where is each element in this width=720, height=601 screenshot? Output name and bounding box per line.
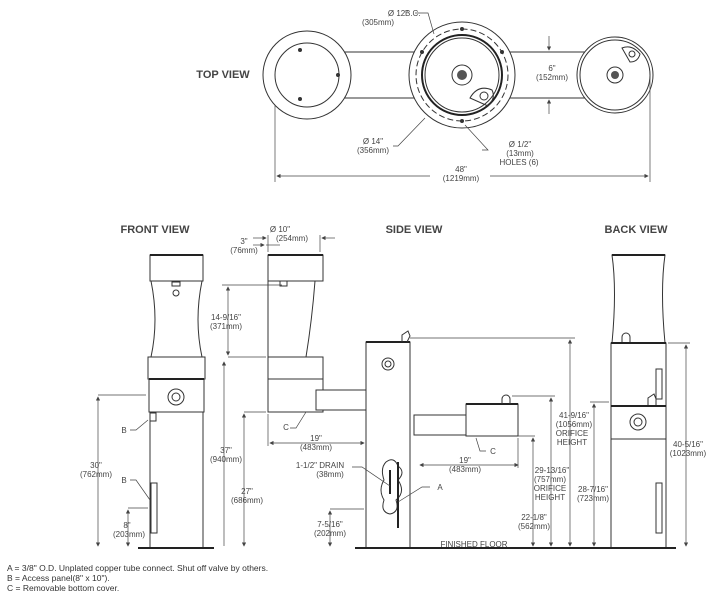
orifice-low-in: 29-13/16" (535, 466, 570, 475)
projection-right-mm: (483mm) (449, 465, 481, 474)
holes-mm: (13mm) (506, 149, 534, 158)
height-30-mm: (762mm) (80, 470, 112, 479)
front-view-title: FRONT VIEW (120, 224, 190, 236)
height-27-mm: (686mm) (231, 496, 263, 505)
height-40-mm: (1023mm) (670, 449, 707, 458)
note-c: C = Removable bottom cover. (7, 583, 120, 593)
height-40-in: 40-5/16" (673, 440, 703, 449)
back-view (590, 254, 690, 549)
orifice-high-label-2: HEIGHT (557, 438, 587, 447)
callout-c-right: C (490, 447, 496, 456)
back-view-title: BACK VIEW (605, 224, 669, 236)
depth-mm: (152mm) (536, 73, 568, 82)
drain-mm: (38mm) (316, 470, 344, 479)
holes-count: HOLES (6) (499, 158, 538, 167)
orifice-high-mm: (1056mm) (556, 420, 593, 429)
drain-in: 1-1/2" DRAIN (296, 461, 344, 470)
height-30-in: 30" (90, 461, 102, 470)
drain-height-mm: (202mm) (314, 529, 346, 538)
projection-left-in: 19" (310, 434, 322, 443)
depth-in: 6" (548, 64, 555, 73)
callout-a: A (437, 483, 443, 492)
bolt-circle-mm: (305mm) (362, 18, 394, 27)
filler-height-in: 14-9/16" (211, 313, 241, 322)
projection-left-mm: (483mm) (300, 443, 332, 452)
orifice-high-label-1: ORIFICE (556, 429, 588, 438)
basin-diameter-in: Ø 10" (270, 225, 290, 234)
front-view (95, 254, 214, 549)
basin-diameter-mm: (254mm) (276, 234, 308, 243)
top-view (262, 12, 654, 182)
spout-offset-in: 3" (240, 237, 247, 246)
callout-b-lower: B (121, 476, 126, 485)
height-8-mm: (203mm) (113, 530, 145, 539)
height-8-in: 8" (123, 521, 130, 530)
flange-mm: (356mm) (357, 146, 389, 155)
orifice-low-label-1: ORIFICE (534, 484, 566, 493)
height-37-in: 37" (220, 446, 232, 455)
note-b: B = Access panel(8" x 10"). (7, 573, 110, 583)
top-view-title: TOP VIEW (196, 69, 250, 81)
bowl-bottom-mm: (562mm) (518, 522, 550, 531)
drain-height-in: 7-5/16" (317, 520, 343, 529)
orifice-low-label-2: HEIGHT (535, 493, 565, 502)
overall-width-in: 48" (455, 165, 467, 174)
bolt-circle-in: Ø 12" (388, 9, 408, 18)
bolt-circle-suffix: B.C. (405, 9, 421, 18)
height-27-in: 27" (241, 487, 253, 496)
holes-in: Ø 1/2" (509, 140, 532, 149)
overall-width-mm: (1219mm) (443, 174, 480, 183)
height-37-mm: (940mm) (210, 455, 242, 464)
side-view-title: SIDE VIEW (386, 224, 443, 236)
note-a: A = 3/8" O.D. Unplated copper tube conne… (7, 563, 269, 573)
orifice-high-in: 41-9/16" (559, 411, 589, 420)
callout-b-upper: B (121, 426, 126, 435)
callout-c-left: C (283, 423, 289, 432)
filler-height-mm: (371mm) (210, 322, 242, 331)
notes-legend: A = 3/8" O.D. Unplated copper tube conne… (7, 563, 268, 593)
projection-right-in: 19" (459, 456, 471, 465)
side-view (221, 235, 600, 549)
bowl-bottom-in: 22-1/8" (521, 513, 547, 522)
orifice-low-mm: (757mm) (534, 475, 566, 484)
spout-offset-mm: (76mm) (230, 246, 258, 255)
flange-in: Ø 14" (363, 137, 383, 146)
height-28-in: 28-7/16" (578, 485, 608, 494)
height-28-mm: (723mm) (577, 494, 609, 503)
finished-floor-label: FINISHED FLOOR (440, 540, 507, 549)
